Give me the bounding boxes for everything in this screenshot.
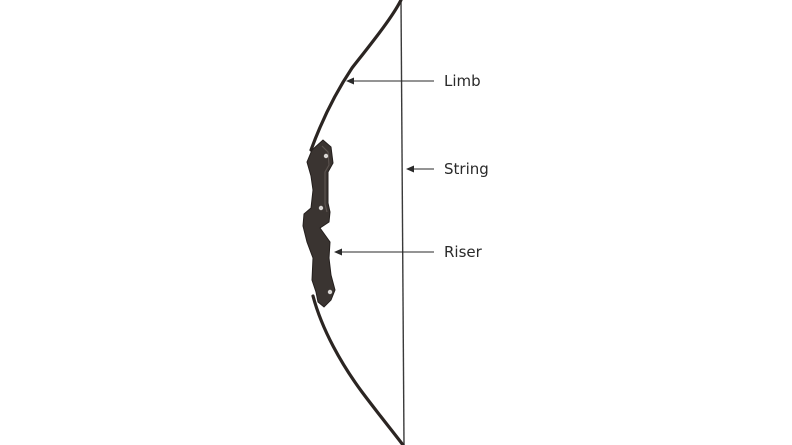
riser	[302, 139, 336, 308]
riser-label: Riser	[444, 243, 482, 261]
upper-limb	[309, 0, 403, 152]
string-arrow-head	[406, 165, 414, 173]
riser-arrow-head	[334, 248, 342, 256]
riser-bolt-bottom	[327, 289, 333, 295]
lower-limb	[311, 294, 405, 445]
limb-arrow-head	[346, 77, 354, 85]
bow-string	[400, 0, 405, 445]
string-label: String	[444, 160, 489, 178]
riser-highlight	[321, 145, 330, 213]
riser-bolt-top	[323, 153, 329, 159]
limb-label: Limb	[444, 72, 481, 90]
riser-bolt-middle	[318, 205, 324, 211]
